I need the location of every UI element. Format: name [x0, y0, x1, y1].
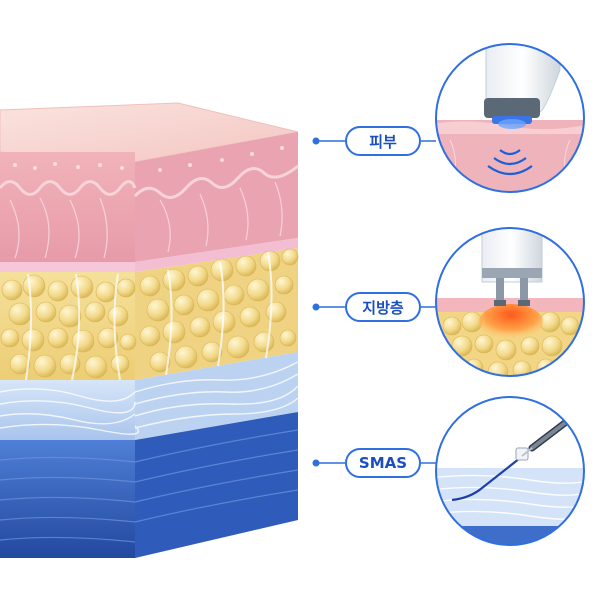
smas-fibers	[0, 361, 299, 435]
label-skin: 피부	[345, 126, 421, 156]
ultrasound-waves	[487, 149, 533, 176]
skin-device-inset	[435, 43, 585, 193]
connector-skin	[312, 137, 436, 145]
fat-device-inset	[435, 227, 585, 377]
connector-fat	[312, 303, 436, 311]
thread-line	[451, 457, 521, 502]
skin-block	[0, 102, 299, 558]
hifu-handpiece-icon	[485, 44, 561, 113]
dermis-wave	[0, 180, 137, 196]
smas-thread-inset	[435, 396, 585, 546]
label-smas: SMAS	[345, 448, 421, 478]
label-fat-layer: 지방층	[345, 292, 421, 322]
connector-smas	[312, 459, 436, 467]
heat-zone-icon	[479, 304, 543, 340]
